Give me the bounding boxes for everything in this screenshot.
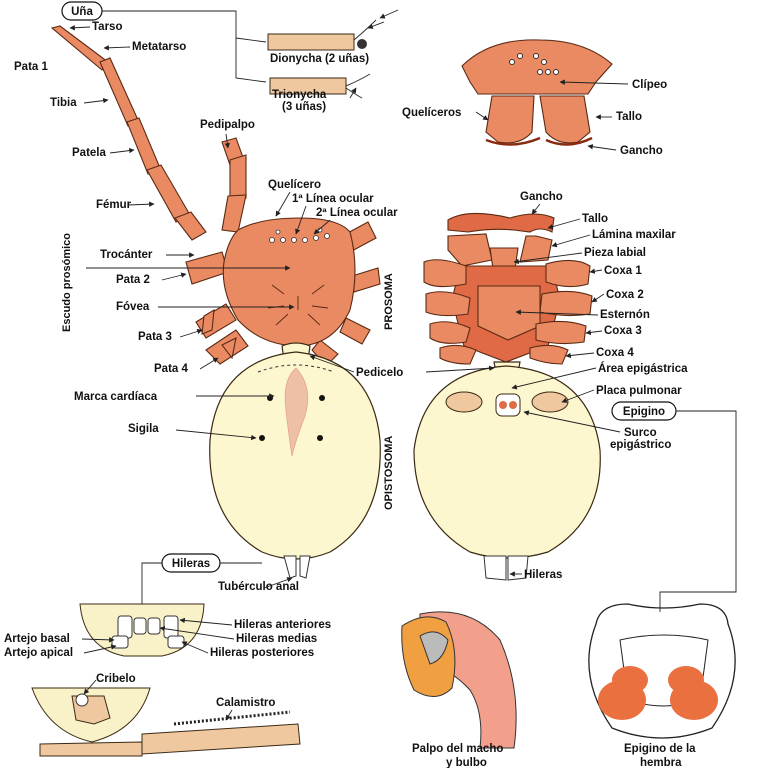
epigino-hembra-label-2: hembra [640,757,682,768]
epigino-pill: Epigino [611,401,677,421]
cardiac-mark-drawing [284,367,309,457]
dorsal-view [50,25,381,579]
hileras-medias-label: Hileras medias [236,633,317,645]
pata-3-label: Pata 3 [138,331,172,343]
dionycha-label: Dionycha (2 uñas) [270,53,369,65]
artejo-basal-label: Artejo basal [4,633,70,645]
hileras-anteriores-label: Hileras anteriores [234,619,331,631]
epigino-hembra-label-1: Epigino de la [624,743,696,755]
hileras-pill-label: Hileras [172,558,210,570]
tallo-label: Tallo [582,213,608,225]
spinnerets-detail [79,603,205,657]
palpo-label-2: y bulbo [446,757,487,768]
metatarso-label: Metatarso [132,41,186,53]
lamina-maxilar-label: Lámina maxilar [592,229,676,241]
patela-label: Patela [72,147,106,159]
claw-detail [267,19,377,99]
escudo-prosomico-label: Escudo prosómico [61,233,73,332]
tibia-label: Tibia [50,97,77,109]
gancho-top-label: Gancho [620,145,663,157]
tallo-top-label: Tallo [616,111,642,123]
linea-ocular-1-label: 1ª Línea ocular [292,193,374,205]
surco-label-1: Surco [624,427,657,439]
pieza-labial-label: Pieza labial [584,247,646,259]
placa-pulmonar-label: Placa pulmonar [596,385,682,397]
pata-2-label: Pata 2 [116,274,150,286]
linea-ocular-2-label: 2ª Línea ocular [316,207,398,219]
epigino-pill-label: Epigino [623,406,665,418]
artejo-apical-label: Artejo apical [4,647,73,659]
pata-4-label: Pata 4 [154,363,188,375]
trocanter-label: Trocánter [100,249,153,261]
trionycha-label-1: Trionycha [272,89,327,101]
prosoma-label: PROSOMA [383,273,395,330]
epigyne-detail [588,603,736,739]
hileras-label: Hileras [524,569,562,581]
tarso-label: Tarso [92,21,122,33]
una-pill: Uña [61,1,103,21]
palpo-label-1: Palpo del macho [412,743,503,755]
pedipalpo-label: Pedipalpo [200,119,255,131]
ventral-view [413,212,601,581]
marca-cardiaca-label: Marca cardíaca [74,391,158,403]
tuberculo-anal-label: Tubérculo anal [218,581,299,593]
surco-label-2: epigástrico [610,439,671,451]
leg-1-drawing [50,25,207,241]
hileras-pill: Hileras [161,553,221,573]
pedicelo-label: Pedicelo [356,367,403,379]
male-palp-detail [401,611,517,749]
quelicero-label: Quelícero [268,179,321,191]
pedipalp-drawing [221,137,247,233]
hileras-posteriores-label: Hileras posteriores [210,647,314,659]
calamistrum-detail [39,710,301,757]
fovea-drawing [267,284,329,326]
pata-1-label: Pata 1 [14,61,48,73]
esternon-label: Esternón [600,309,650,321]
area-epigastrica-label: Área epigástrica [598,362,688,375]
coxa-2-label: Coxa 2 [606,289,644,301]
queliceros-label: Quelíceros [402,107,461,119]
cribelo-label: Cribelo [96,673,136,685]
leader-lines [69,9,737,721]
coxa-1-label: Coxa 1 [604,265,642,277]
una-label: Uña [71,6,93,18]
calamistro-label: Calamistro [216,697,275,709]
fovea-label: Fóvea [116,301,150,313]
chelicerae-detail [461,39,613,146]
sigila-label: Sigila [128,423,159,435]
coxa-3-label: Coxa 3 [604,325,642,337]
clipeo-label: Clípeo [632,79,667,91]
trionycha-label-2: (3 uñas) [282,101,326,113]
coxa-4-label: Coxa 4 [596,347,634,359]
opistosoma-label: OPISTOSOMA [383,436,395,510]
gancho-label: Gancho [520,191,563,203]
femur-label: Fémur [96,199,132,211]
cribellum-detail [31,687,151,743]
carapace-drawing [222,217,356,347]
